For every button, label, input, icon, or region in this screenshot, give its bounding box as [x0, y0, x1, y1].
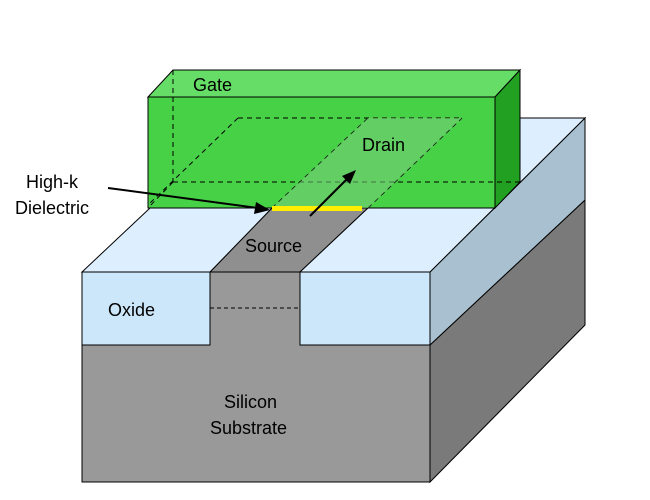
drain-region: [272, 118, 462, 208]
drain-label: Drain: [362, 135, 405, 155]
gate-block: [146, 68, 522, 210]
source-label: Source: [245, 236, 302, 256]
high-k-label-line2: Dielectric: [15, 198, 89, 218]
source-drain-arrow-head: [342, 170, 356, 184]
arrows: [107, 170, 356, 217]
high-k-arrow-line: [107, 187, 259, 209]
oxide-label: Oxide: [108, 300, 155, 320]
gate-label: Gate: [193, 75, 232, 95]
silicon-substrate: [81, 198, 586, 484]
high-k-label-line1: High-k: [26, 172, 79, 192]
high-k-arrow-head: [254, 202, 270, 214]
silicon-label-line2: Substrate: [210, 418, 287, 438]
oxide-front-right: [299, 271, 431, 346]
silicon-label-line1: Silicon: [224, 392, 277, 412]
source-drain-arrow-line: [309, 177, 349, 217]
oxide-layer: [80, 116, 587, 347]
oxide-front-left: [81, 271, 211, 346]
